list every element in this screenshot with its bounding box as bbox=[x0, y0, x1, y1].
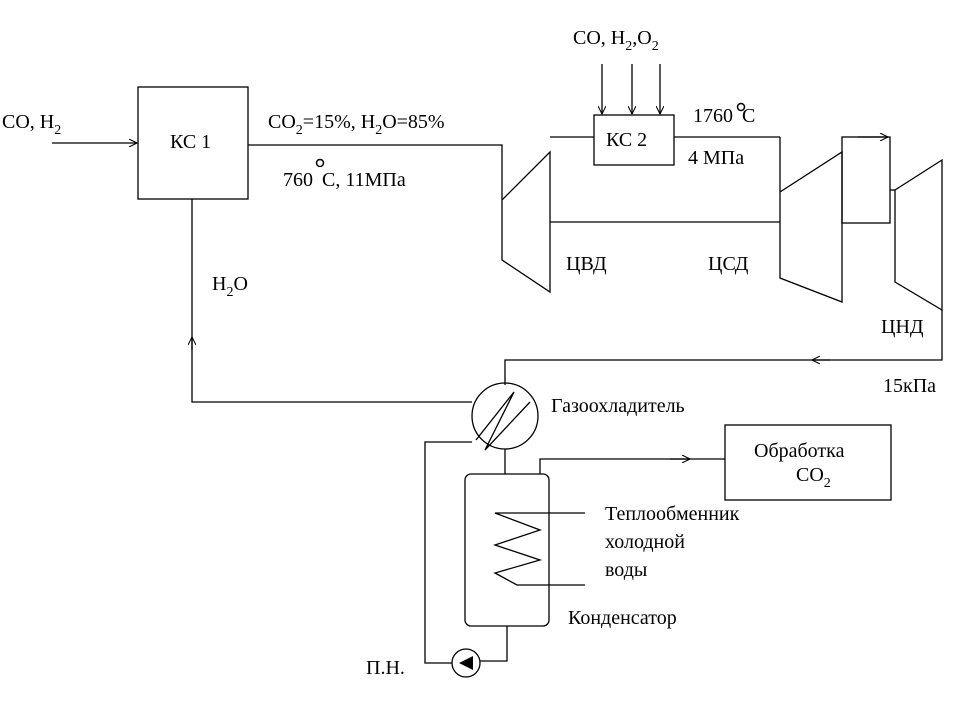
heat-exchanger-line-2: холодной bbox=[605, 531, 685, 553]
exhaust-pressure-label: 15кПа bbox=[883, 375, 936, 397]
mp-turbine bbox=[779, 150, 843, 303]
ks2-feed-label: CO, H2,O2 bbox=[573, 27, 659, 54]
lp-turbine bbox=[894, 158, 943, 312]
combustion-chamber-2 bbox=[593, 114, 675, 166]
combustion-chamber-1 bbox=[137, 86, 249, 200]
water-return-label: H2O bbox=[212, 273, 248, 300]
condenser-coil bbox=[492, 512, 585, 586]
crossover-pipe bbox=[841, 136, 891, 224]
water-return-line bbox=[191, 337, 472, 403]
ks1-outlet-line bbox=[248, 144, 503, 200]
gas-cooler-label: Газоохладитель bbox=[551, 395, 685, 417]
degree-sign bbox=[736, 102, 746, 112]
lp-exhaust-line bbox=[812, 310, 943, 361]
ks1-outlet-composition: CO2=15%, H2O=85% bbox=[268, 111, 445, 138]
heat-exchanger-line-1: Теплообменник bbox=[605, 503, 740, 525]
ks1-feed-label: CO, H2 bbox=[2, 111, 61, 138]
gas-cooler-inlet bbox=[504, 359, 812, 385]
mp-turbine-label: ЦСД bbox=[708, 253, 749, 275]
gas-cooler-coil bbox=[475, 391, 531, 451]
co2-processing-formula: CO2 bbox=[796, 464, 831, 491]
condenser-label: Конденсатор bbox=[568, 607, 677, 629]
co2-processing-label: Обработка bbox=[754, 440, 845, 462]
degree-sign bbox=[315, 158, 325, 168]
co2-line bbox=[539, 458, 690, 474]
pump-discharge-line bbox=[424, 441, 472, 664]
heat-exchanger-line-3: воды bbox=[605, 559, 647, 581]
condensate-line bbox=[480, 626, 508, 662]
condenser bbox=[464, 473, 550, 627]
gas-cooler bbox=[471, 382, 539, 450]
lp-turbine-label: ЦНД bbox=[881, 316, 924, 338]
hp-turbine bbox=[501, 150, 551, 294]
ks2-pressure: 4 МПа bbox=[688, 147, 744, 169]
ks2-label: КС 2 bbox=[606, 129, 647, 151]
ks1-label: КС 1 bbox=[170, 131, 211, 153]
pump-label: П.Н. bbox=[366, 657, 405, 679]
co2-processing-box bbox=[724, 424, 892, 501]
hp-turbine-label: ЦВД bbox=[566, 253, 607, 275]
pump-triangle bbox=[459, 656, 473, 670]
